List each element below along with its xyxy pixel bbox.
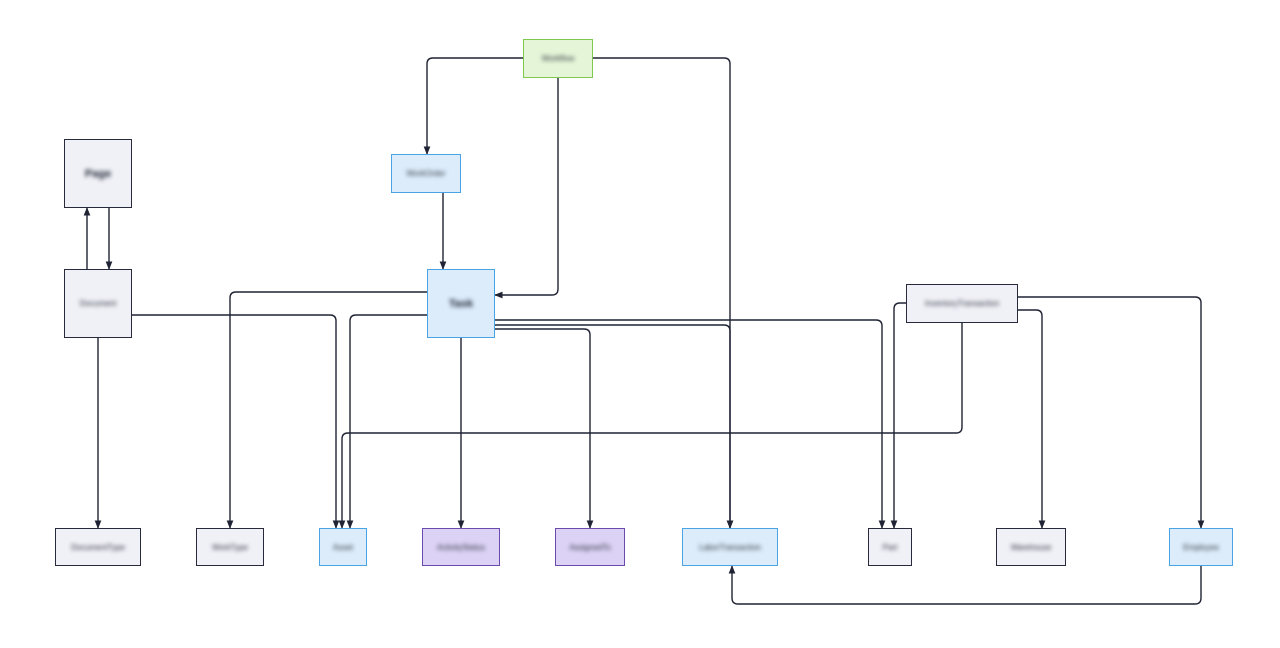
node-label: Part bbox=[882, 542, 898, 552]
node-label: Page bbox=[84, 167, 112, 180]
edge-workflow-to-labor_tx bbox=[593, 57, 734, 529]
node-label: Document bbox=[79, 299, 117, 308]
node-page[interactable]: Page bbox=[64, 139, 132, 208]
edge-task-to-assignee bbox=[495, 328, 594, 529]
node-label: ActivityStatus bbox=[436, 542, 485, 552]
edge-workflow-to-task bbox=[494, 78, 559, 299]
node-label: Workflow bbox=[541, 54, 575, 63]
node-label: Warehouse bbox=[1010, 542, 1052, 552]
node-employee[interactable]: Employee bbox=[1169, 528, 1233, 566]
edge-inventory_tx-to-asset bbox=[338, 323, 963, 529]
node-label: AssignedTo bbox=[569, 542, 611, 552]
node-workflow[interactable]: Workflow bbox=[523, 39, 593, 78]
node-document-type[interactable]: DocumentType bbox=[55, 528, 141, 566]
node-part[interactable]: Part bbox=[868, 528, 912, 566]
node-label: Employee bbox=[1183, 542, 1219, 552]
edge-inventory_tx-to-warehouse bbox=[1018, 309, 1046, 529]
edge-task-to-labor_tx bbox=[495, 324, 734, 529]
node-label: WorkOrder bbox=[406, 169, 446, 178]
node-inventory-transaction[interactable]: InventoryTransaction bbox=[906, 284, 1018, 323]
edge-employee-to-labor_tx bbox=[728, 565, 1202, 605]
node-asset[interactable]: Asset bbox=[319, 528, 367, 566]
node-warehouse[interactable]: Warehouse bbox=[996, 528, 1066, 566]
node-label: WorkType bbox=[212, 542, 248, 552]
node-assigned-to[interactable]: AssignedTo bbox=[555, 528, 625, 566]
edge-task-to-part bbox=[495, 319, 886, 529]
node-label: DocumentType bbox=[71, 542, 125, 552]
node-label: Task bbox=[448, 297, 474, 310]
edge-inventory_tx-to-employee bbox=[1018, 296, 1205, 529]
node-document[interactable]: Document bbox=[64, 269, 132, 338]
node-activity-status[interactable]: ActivityStatus bbox=[422, 528, 500, 566]
edge-task-to-asset bbox=[346, 314, 427, 529]
node-label: Asset bbox=[332, 542, 353, 552]
edge-inventory_tx-to-part bbox=[890, 302, 906, 529]
node-labor-transaction[interactable]: LaborTransaction bbox=[682, 528, 778, 566]
node-label: InventoryTransaction bbox=[924, 299, 1000, 308]
node-task[interactable]: Task bbox=[427, 269, 495, 338]
node-label: LaborTransaction bbox=[699, 542, 761, 552]
node-work-type[interactable]: WorkType bbox=[196, 528, 264, 566]
edge-workflow-to-workorder bbox=[423, 57, 523, 155]
node-workorder[interactable]: WorkOrder bbox=[391, 154, 461, 193]
edge-document-to-asset bbox=[132, 314, 340, 529]
edge-task-to-work_type bbox=[226, 291, 427, 529]
